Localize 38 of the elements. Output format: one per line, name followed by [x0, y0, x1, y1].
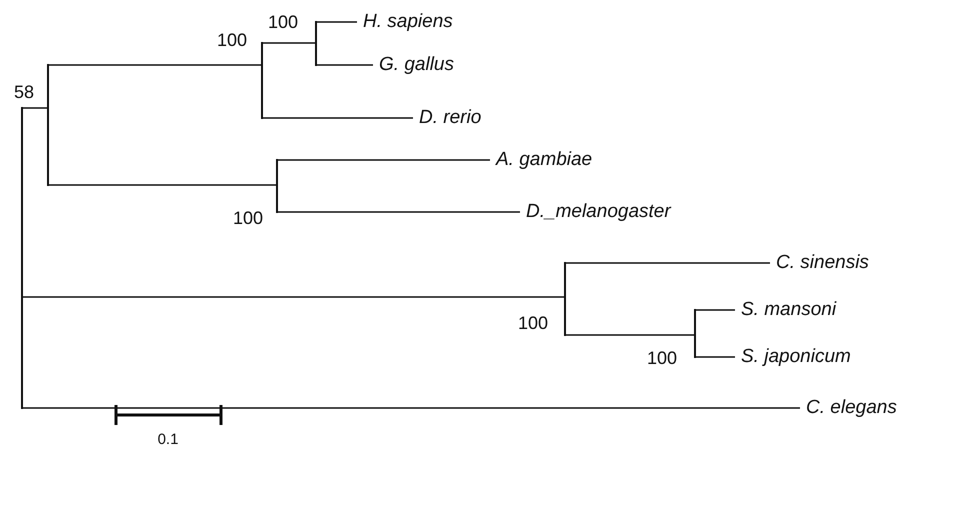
bootstrap-value: 100 — [232, 207, 264, 229]
bootstrap-value: 58 — [14, 81, 34, 103]
branch-line — [317, 21, 357, 23]
bootstrap-value: 100 — [216, 29, 248, 51]
taxon-label: D._melanogaster — [520, 200, 671, 224]
bootstrap-value: 100 — [646, 347, 678, 369]
taxon-label: C. sinensis — [770, 251, 869, 275]
taxon-label: S. mansoni — [735, 298, 836, 322]
taxon-label: C. elegans — [800, 396, 897, 420]
branch-line — [49, 64, 261, 66]
branch-line — [23, 107, 47, 109]
branch-line — [566, 262, 770, 264]
taxon-label: S. japonicum — [735, 345, 851, 369]
branch-line — [317, 64, 373, 66]
clade-junction-line — [276, 159, 278, 213]
bootstrap-value: 100 — [268, 11, 298, 33]
branch-line — [49, 184, 276, 186]
branch-line — [278, 159, 490, 161]
branch-line — [23, 296, 564, 298]
branch-line — [23, 407, 800, 409]
branch-line — [278, 211, 520, 213]
taxon-label: A. gambiae — [490, 148, 592, 172]
scale-label: 0.1 — [158, 430, 178, 450]
clade-junction-line — [315, 21, 317, 66]
taxon-label: H. sapiens — [357, 10, 453, 34]
branch-line — [263, 117, 413, 119]
clade-junction-line — [564, 262, 566, 336]
branch-line — [263, 42, 315, 44]
branch-line — [696, 356, 735, 358]
clade-junction-line — [261, 42, 263, 119]
branch-line — [566, 334, 694, 336]
taxon-label: D. rerio — [413, 106, 482, 130]
branch-line — [696, 309, 735, 311]
bootstrap-value: 100 — [518, 312, 548, 334]
clade-junction-line — [694, 309, 696, 358]
taxon-label: G. gallus — [373, 53, 454, 77]
clade-junction-line — [47, 64, 49, 186]
clade-junction-line — [21, 107, 23, 409]
